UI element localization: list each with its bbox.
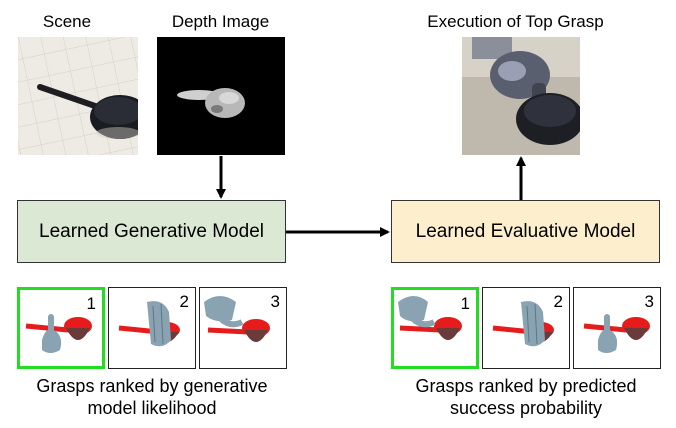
grasp-1-illustration — [398, 296, 462, 340]
evaluative-caption: Grasps ranked by predicted success proba… — [391, 375, 661, 419]
grasp-2-illustration — [492, 301, 554, 347]
grasp-3-illustration — [204, 296, 270, 342]
grasp-rank: 1 — [86, 294, 96, 313]
evaluative-grasp-1: 1 — [391, 287, 479, 369]
grasp-rank: 3 — [270, 292, 280, 311]
execution-image — [462, 37, 580, 155]
generative-caption: Grasps ranked by generative model likeli… — [17, 375, 287, 419]
generative-caption-line2: model likelihood — [87, 398, 217, 418]
grasp-1-illustration — [25, 314, 92, 353]
generative-grasp-1: 1 — [17, 287, 105, 369]
generative-model-box: Learned Generative Model — [17, 200, 286, 263]
depth-image-label: Depth Image — [171, 12, 270, 31]
scene-image — [18, 37, 138, 155]
scene-label: Scene — [42, 12, 92, 31]
evaluative-caption-line2: success probability — [449, 398, 603, 418]
grasp-rank: 2 — [553, 292, 563, 311]
grasp-rank: 2 — [179, 292, 189, 311]
evaluative-model-box: Learned Evaluative Model — [391, 200, 660, 263]
depth-image — [157, 37, 285, 155]
evaluative-grasp-3: 3 — [573, 287, 661, 369]
evaluative-grasp-2: 2 — [482, 287, 570, 369]
grasp-2-illustration — [118, 301, 180, 347]
generative-caption-line1: Grasps ranked by generative — [36, 376, 268, 396]
grasp-3-illustration — [583, 314, 650, 353]
grasp-rank: 1 — [460, 294, 470, 313]
execution-label: Execution of Top Grasp — [427, 12, 604, 31]
generative-grasp-3: 3 — [199, 287, 287, 369]
generative-grasp-2: 2 — [108, 287, 196, 369]
evaluative-caption-line1: Grasps ranked by predicted — [415, 376, 637, 396]
grasp-rank: 3 — [644, 292, 654, 311]
